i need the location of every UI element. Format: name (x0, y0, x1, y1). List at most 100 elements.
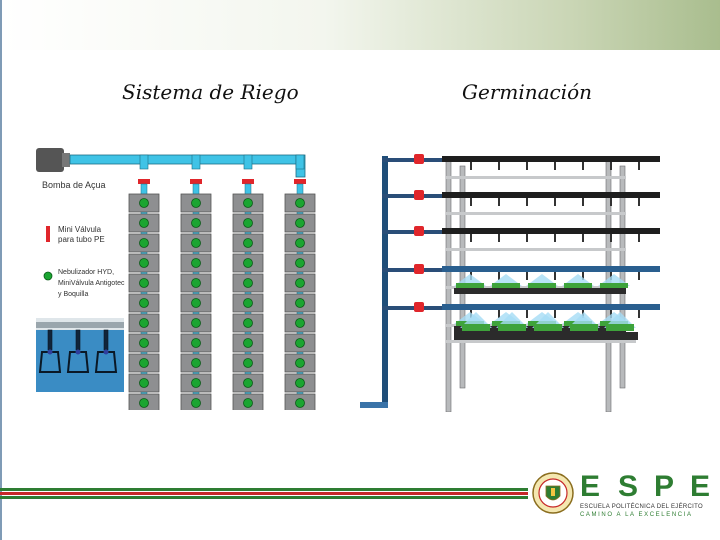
seedlings (534, 324, 562, 331)
nozzle (243, 218, 253, 228)
nozzle-legend-line2: MiniVálvula Antigotec (58, 280, 125, 287)
dripper (554, 162, 556, 170)
dripper (610, 162, 612, 170)
nozzle (243, 298, 253, 308)
nozzle (191, 358, 201, 368)
shelf-pipe (442, 156, 660, 162)
mini-valve (190, 179, 202, 184)
nozzle (139, 318, 149, 328)
nozzle-photo (36, 318, 124, 392)
irrigation-diagram-svg: Bomba de Açua Mini Válvula para tubo PE … (36, 148, 316, 413)
dripper (526, 234, 528, 242)
seedlings (492, 283, 520, 288)
seedlings (528, 283, 556, 288)
nozzle (191, 198, 201, 208)
nozzle (191, 218, 201, 228)
germination-title: Germinación (462, 80, 593, 104)
shelf-valve (414, 264, 424, 274)
dripper (638, 162, 640, 170)
espe-logo-text: E S P E ESCUELA POLITÉCNICA DEL EJÉRCITO… (580, 470, 716, 519)
main-pipe (69, 154, 301, 165)
nozzle (243, 258, 253, 268)
nozzle (243, 378, 253, 388)
dripper (610, 198, 612, 206)
nozzle (139, 198, 149, 208)
footer-stripe-red (0, 492, 528, 495)
nozzle (295, 238, 305, 248)
nozzle (191, 238, 201, 248)
seedlings (462, 324, 490, 331)
rack-post (619, 165, 626, 389)
nozzle-legend-line3: y Boquilla (58, 291, 88, 298)
footer-stripe-green (0, 488, 528, 491)
dripper (498, 162, 500, 170)
dripper (498, 234, 500, 242)
rack-post (459, 165, 466, 389)
left-border-line (0, 0, 2, 540)
valve-legend-line2: para tubo PE (58, 235, 105, 244)
footer-stripes (0, 488, 528, 500)
shelf-bar (446, 248, 626, 251)
seedlings (456, 283, 484, 288)
nozzle (191, 338, 201, 348)
nozzle (243, 238, 253, 248)
dripper (638, 198, 640, 206)
nozzle (243, 398, 253, 408)
nozzle (139, 398, 149, 408)
nozzle (191, 258, 201, 268)
nozzle (191, 398, 201, 408)
seedlings (498, 324, 526, 331)
branch-tee (191, 154, 201, 170)
footer-stripe-green-2 (0, 496, 528, 499)
dripper (470, 162, 472, 170)
dripper (582, 162, 584, 170)
nozzle (139, 258, 149, 268)
nozzle (139, 358, 149, 368)
top-gradient-bar (0, 0, 720, 50)
logo-letter-e2: E (690, 470, 711, 503)
logo-subtitle-motto: CAMINO A LA EXCELENCIA (580, 512, 693, 518)
nozzle (295, 378, 305, 388)
logo-subtitle-school: ESCUELA POLITÉCNICA DEL EJÉRCITO (580, 504, 703, 510)
nozzle (295, 358, 305, 368)
dripper (498, 198, 500, 206)
mini-valve (138, 179, 150, 184)
dripper (470, 198, 472, 206)
seedlings (570, 324, 598, 331)
nozzle (295, 218, 305, 228)
dripper (554, 198, 556, 206)
nozzle (295, 278, 305, 288)
nozzle (295, 338, 305, 348)
dripper (554, 310, 556, 318)
dripper (526, 310, 528, 318)
nozzle (243, 338, 253, 348)
bottom-plant-tray (454, 332, 638, 340)
logo-letter-s: S (618, 470, 639, 503)
nozzle (191, 318, 201, 328)
irrigation-system-title: Sistema de Riego (122, 80, 299, 104)
nozzle-legend-line1: Nebulizador HYD, (58, 269, 114, 276)
logo-letter-e1: E (580, 470, 601, 503)
nozzle (243, 358, 253, 368)
dripper (610, 272, 612, 280)
shelf-valve (414, 190, 424, 200)
seedlings (600, 283, 628, 288)
irrigation-diagram: Bomba de Açua Mini Válvula para tubo PE … (34, 146, 330, 413)
shelf-pipe (442, 228, 660, 234)
nozzle (191, 298, 201, 308)
bottom-shelf-bar (446, 340, 636, 343)
nozzle (243, 318, 253, 328)
nozzle (295, 318, 305, 328)
dripper (498, 310, 500, 318)
germination-rack-svg (360, 154, 660, 413)
shelf-bar (446, 212, 626, 215)
nozzle (139, 338, 149, 348)
valve-legend-icon (46, 226, 50, 242)
seedlings (564, 283, 592, 288)
espe-logo: E S P E ESCUELA POLITÉCNICA DEL EJÉRCITO… (532, 468, 716, 520)
dripper (582, 272, 584, 280)
dripper (526, 162, 528, 170)
dripper (526, 198, 528, 206)
nozzle (191, 378, 201, 388)
dripper (582, 198, 584, 206)
